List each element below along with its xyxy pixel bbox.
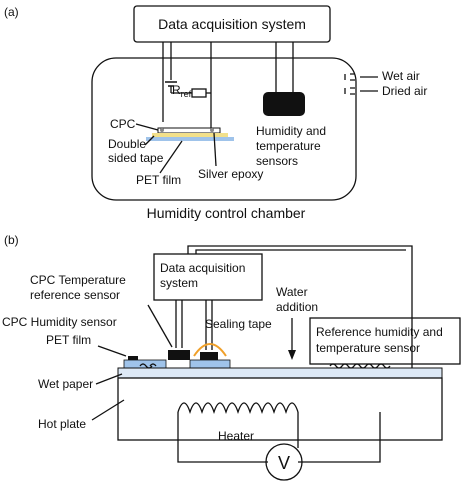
wet-paper-leader: [95, 373, 123, 385]
hot-plate-label: Hot plate: [38, 417, 86, 431]
pet-film-a: [146, 137, 234, 141]
rref-resistor: [191, 88, 207, 98]
daq-label-b-2: system: [160, 276, 198, 290]
water-label-1: Water: [276, 285, 308, 299]
pet-label-b: PET film: [46, 333, 91, 347]
epoxy-dot-right: [210, 128, 214, 132]
sealing-label: Sealing tape: [205, 317, 272, 331]
temp-ref-label-2: reference sensor: [30, 288, 120, 302]
heater-coil: [177, 402, 299, 415]
daq-box-a: [133, 5, 331, 43]
wet-air-label: Wet air: [382, 69, 420, 83]
wet-paper: [117, 367, 443, 379]
wet-paper-label: Wet paper: [38, 377, 93, 391]
pet-leader-b: [97, 345, 127, 357]
heater-label: Heater: [218, 429, 254, 443]
cpc-label: CPC: [110, 117, 136, 131]
hot-plate-leader: [91, 399, 125, 421]
voltmeter-symbol: V: [278, 453, 290, 473]
epoxy-dot-left: [160, 128, 164, 132]
panel-a: (a) Humidity control chamber Data acquis…: [4, 5, 427, 221]
sensor-label-3: sensors: [256, 154, 298, 168]
temp-ref-label-1: CPC Temperature: [30, 273, 126, 287]
ref-sensor-label-1: Reference humidity and: [316, 325, 443, 339]
voltmeter-icon: [265, 443, 303, 481]
temp-ref-leader: [147, 304, 173, 348]
tape-label-1: Double: [108, 137, 146, 151]
hot-plate: [117, 377, 443, 441]
pet-film-b-center: [189, 359, 231, 369]
ref-sensor-label-2: temperature sensor: [316, 341, 420, 355]
rref-label: Rref: [172, 83, 192, 99]
cpc-leader: [135, 123, 159, 131]
heater-wire-return: [298, 412, 381, 463]
sealing-tape: [193, 343, 227, 357]
rref-main: R: [172, 83, 181, 97]
humidity-sensor-label: CPC Humidity sensor: [2, 315, 117, 329]
cpc-humidity-marker: [128, 356, 138, 360]
daq-label-b-1: Data acquisition: [160, 261, 245, 275]
top-wire-loop-inner: [195, 249, 406, 254]
panel-b-tag: (b): [4, 233, 19, 247]
daq-box-b: [153, 253, 263, 301]
daq-label-a: Data acquisition system: [158, 16, 306, 32]
humidity-chamber: [91, 57, 357, 201]
pet-leader-a: [159, 140, 183, 174]
dried-air-port: [344, 87, 355, 95]
pet-film-b-left: [123, 359, 167, 369]
pet-label-a: PET film: [136, 173, 181, 187]
panel-b: (b) Data acquisition system CPC Temperat…: [2, 233, 461, 481]
cpc-temp-sensor: [168, 350, 190, 360]
sensor-label-2: temperature: [256, 139, 321, 153]
water-arrow-head: [288, 350, 296, 360]
ref-sensor-box: [309, 317, 461, 365]
epoxy-label: Silver epoxy: [198, 167, 263, 181]
double-sided-tape: [152, 133, 228, 137]
panel-a-tag: (a): [4, 5, 19, 19]
humidity-squiggle-left: [139, 363, 157, 369]
cpc-humidity-sensor: [200, 352, 218, 360]
humidity-squiggle-right: [329, 363, 391, 369]
dried-air-label: Dried air: [382, 84, 427, 98]
top-wire-loop: [187, 245, 413, 346]
heater-wire-left: [177, 412, 268, 463]
chamber-label: Humidity control chamber: [147, 205, 306, 221]
rref-sub: ref: [181, 89, 192, 99]
epoxy-leader: [213, 132, 217, 167]
wet-air-port: [344, 73, 355, 81]
tape-label-2: sided tape: [108, 151, 164, 165]
water-label-2: addition: [276, 300, 318, 314]
tape-leader: [144, 135, 155, 146]
sensor-label-1: Humidity and: [256, 124, 326, 138]
sensor-block: [263, 92, 305, 116]
